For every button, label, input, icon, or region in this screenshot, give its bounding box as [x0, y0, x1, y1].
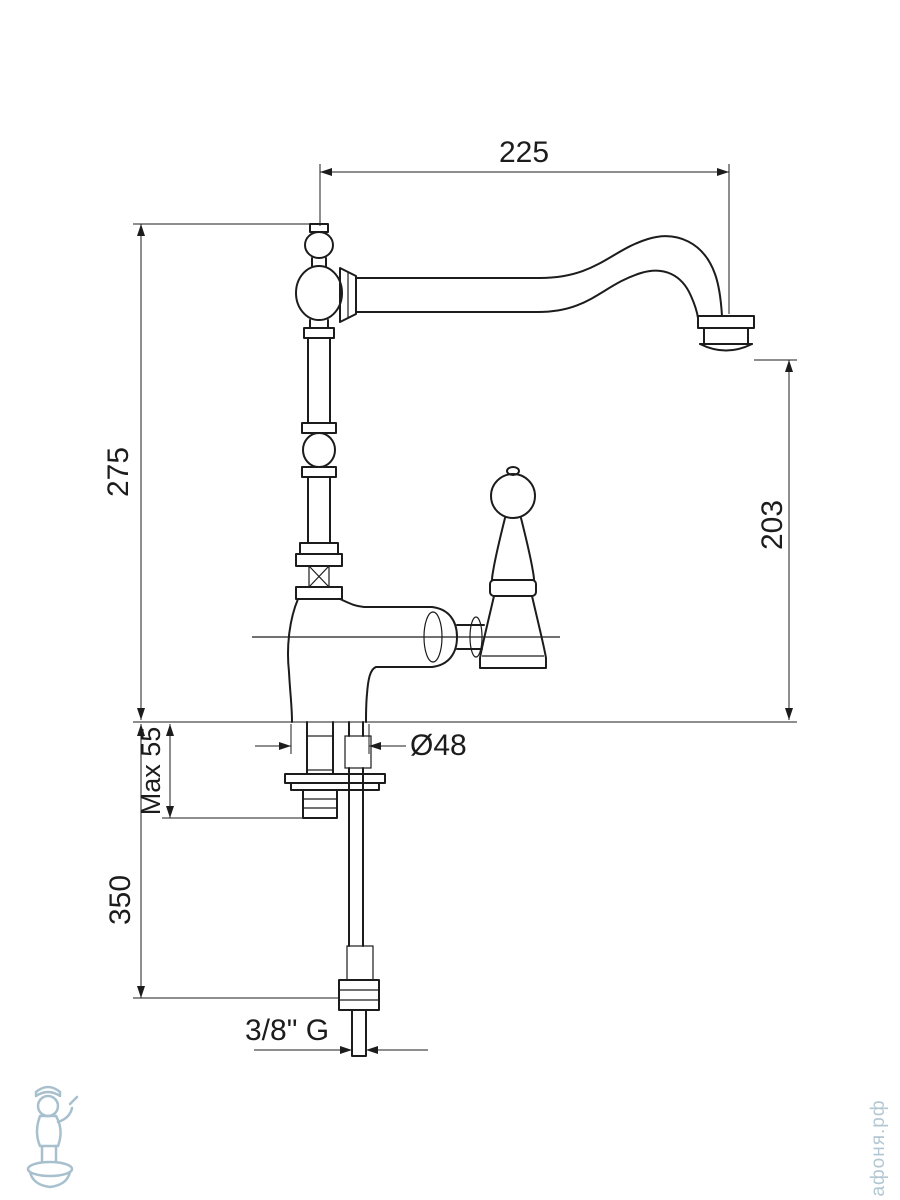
- dim-label-spout-height: 203: [756, 500, 789, 550]
- dim-label-height-to-deck: 275: [102, 447, 135, 497]
- dimension-spout-height: 203: [754, 359, 797, 720]
- faucet-handle: [479, 466, 547, 669]
- dimension-height-to-deck: 275: [102, 223, 310, 720]
- dimension-max-deck-thickness: Max 55: [136, 724, 305, 819]
- plumber-mascot-logo: [26, 1085, 79, 1189]
- dimension-base-diameter: Ø48: [255, 724, 467, 762]
- faucet-supply-hose: [338, 721, 380, 1057]
- watermark-site-text: афоня.рф: [868, 1099, 889, 1196]
- faucet-mounting-hardware: [284, 721, 386, 819]
- dimension-spout-reach: 225: [319, 136, 730, 314]
- faucet-finial: [295, 223, 343, 321]
- dimension-thread-size: 3/8" G: [245, 1014, 428, 1054]
- dimension-hose-length: 350: [104, 724, 338, 999]
- faucet-body: [252, 598, 560, 723]
- dim-label-spout-reach: 225: [499, 136, 549, 169]
- dim-label-base-diameter: Ø48: [410, 729, 467, 762]
- dim-label-thread-size: 3/8" G: [245, 1014, 329, 1047]
- dim-label-hose-length: 350: [104, 875, 137, 925]
- valve-screw-symbol: [308, 565, 330, 588]
- faucet-spout: [339, 235, 755, 352]
- faucet-column: [295, 319, 343, 600]
- faucet-aerator: [697, 315, 755, 352]
